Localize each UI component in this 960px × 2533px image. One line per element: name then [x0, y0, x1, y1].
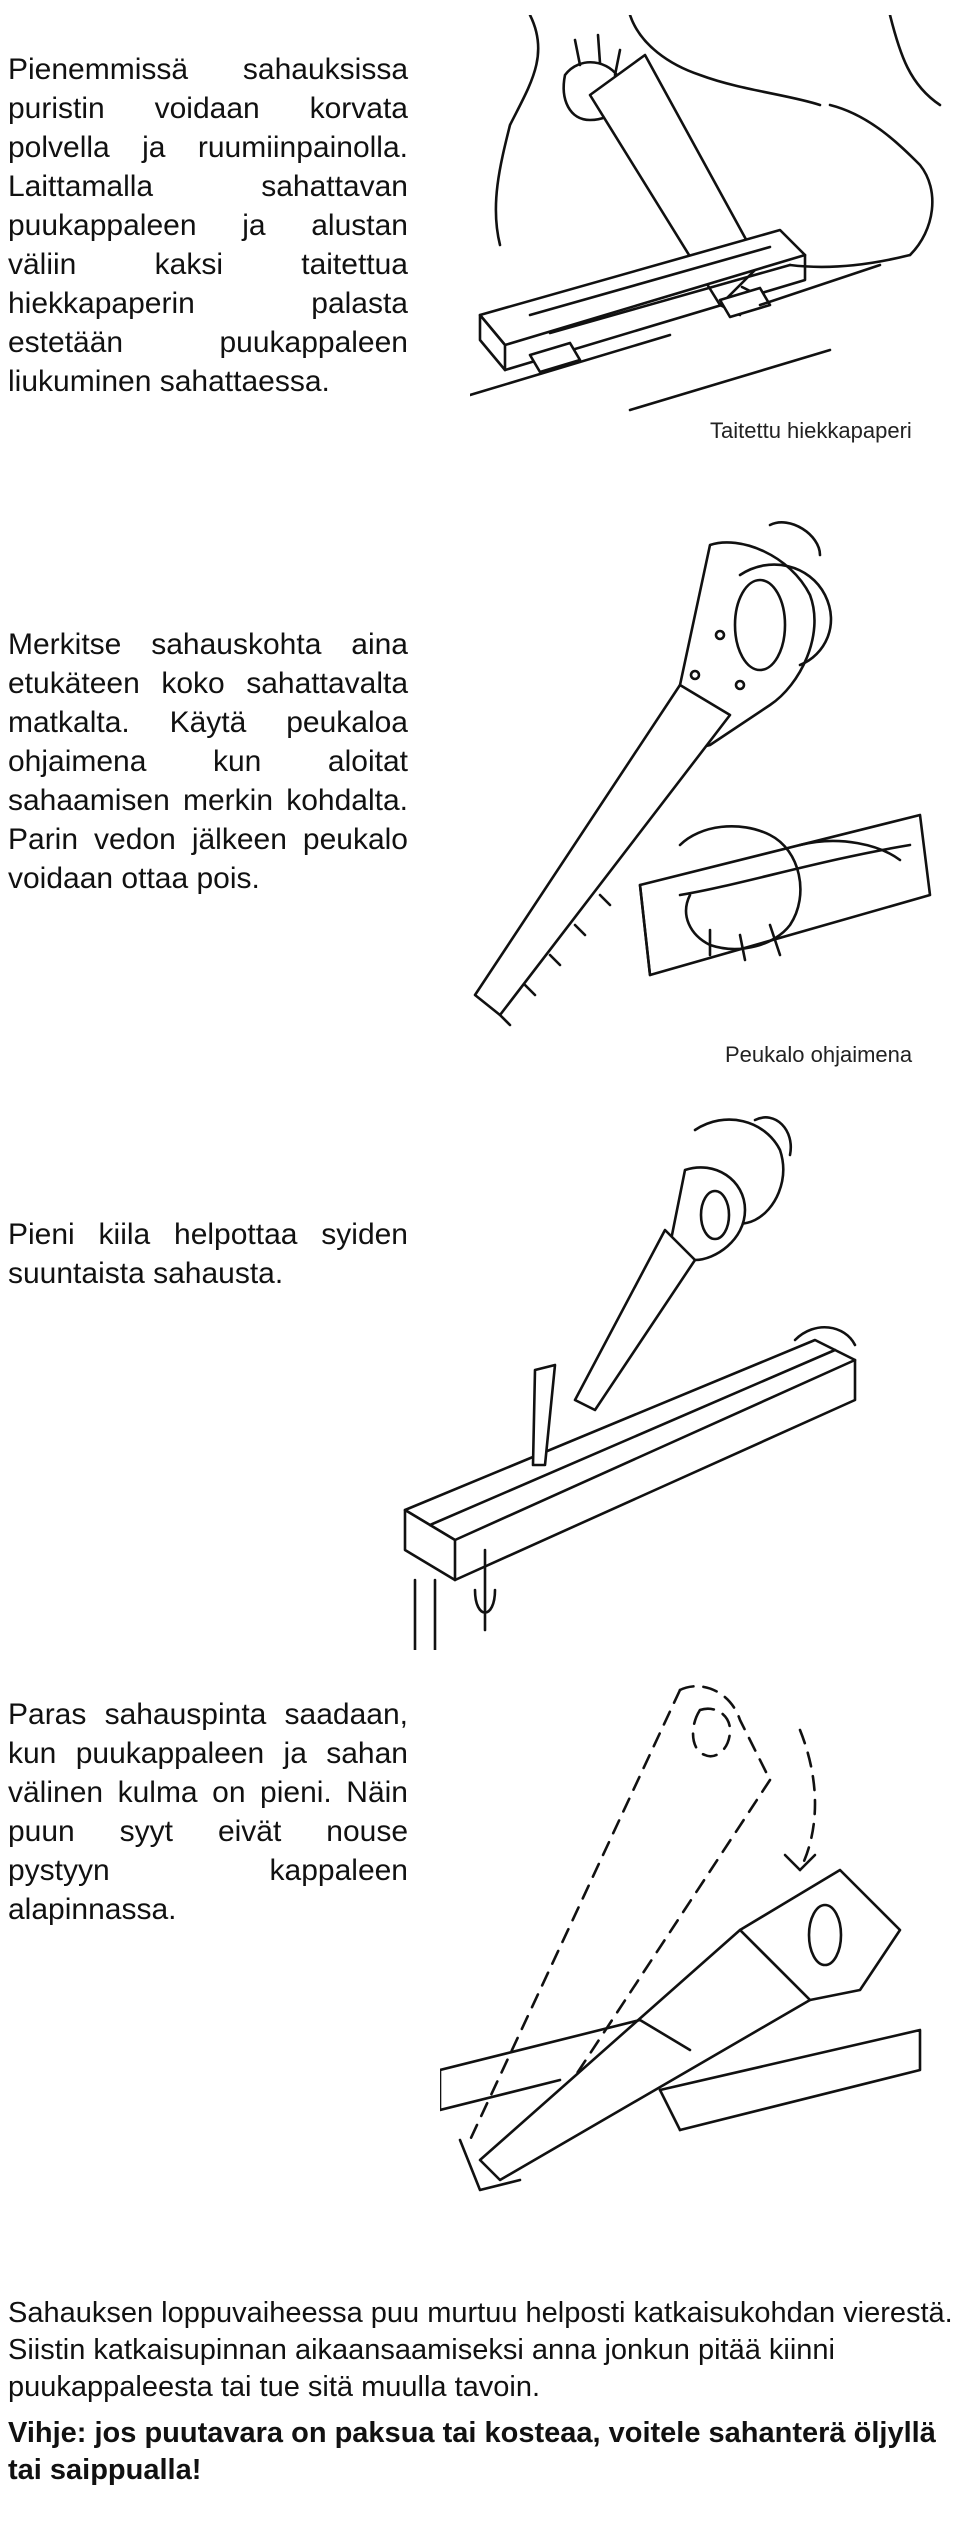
caption-sandpaper: Taitettu hiekkapaperi	[710, 418, 912, 443]
paragraph-clamp: Pienemmissä sahauksissa puristin voidaan…	[8, 53, 408, 398]
thumb-guide-sawing-illustration	[473, 521, 932, 1027]
paragraph-wedge: Pieni kiila helpottaa syiden suuntaista …	[8, 1218, 408, 1290]
paragraph-thumb-guide: Merkitse sahauskohta aina etukäteen koko…	[8, 628, 408, 895]
knee-clamp-sawing-illustration	[470, 15, 942, 412]
saw-angle-illustration	[440, 1685, 922, 2192]
paragraph-final-phase: Sahauksen loppuvaiheessa puu murtuu help…	[8, 2297, 953, 2403]
paragraph-saw-angle: Paras sahauspinta saadaan, kun puukappal…	[8, 1698, 408, 1926]
caption-thumb: Peukalo ohjaimena	[725, 1042, 913, 1067]
tip-text: Vihje: jos puutavara on paksua tai koste…	[8, 2417, 936, 2486]
wedge-rip-sawing-illustration	[403, 1116, 857, 1650]
